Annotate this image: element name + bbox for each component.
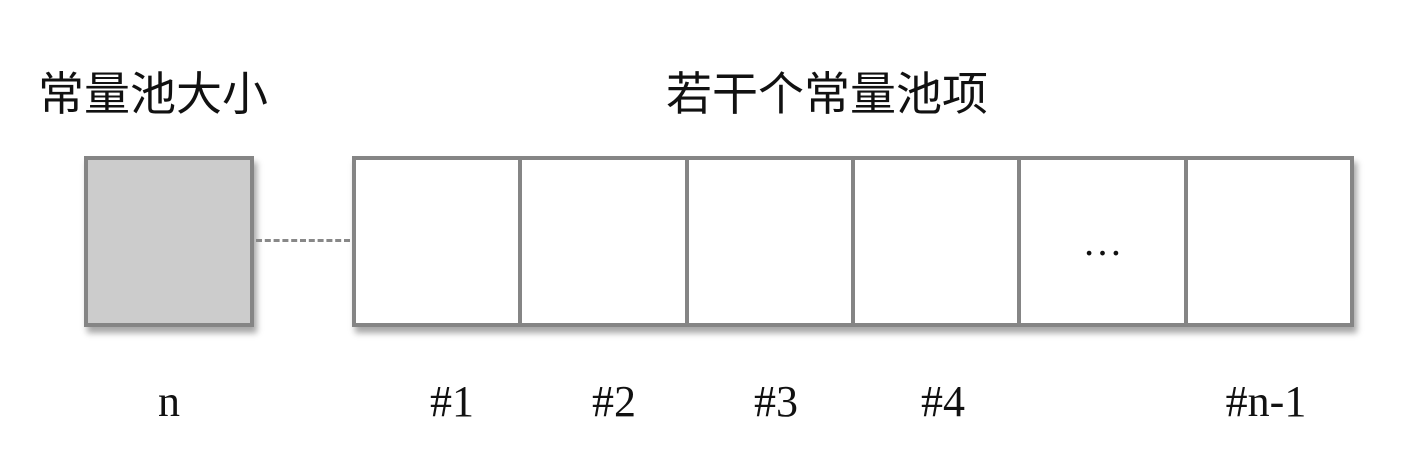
pool-item-cell-4 [850,160,1017,323]
cell-label-4: #4 [921,377,965,426]
cell-label-2: #2 [592,377,636,426]
title-constant-pool-items: 若干个常量池项 [666,69,988,120]
constant-pool-items-strip: … [352,156,1354,327]
pool-item-cell-last [1183,160,1350,323]
constant-pool-size-box [84,156,254,327]
cell-label-last: #n-1 [1225,377,1307,426]
title-constant-pool-size: 常量池大小 [38,69,268,120]
pool-item-cell-2 [518,160,684,323]
pool-item-cell-3 [684,160,851,323]
pool-item-cell-ellipsis: … [1017,160,1183,323]
pool-item-cell-1 [356,160,518,323]
dashed-connector [256,239,350,242]
cell-label-1: #1 [430,377,474,426]
size-label: n [158,377,180,426]
cell-label-3: #3 [754,377,798,426]
